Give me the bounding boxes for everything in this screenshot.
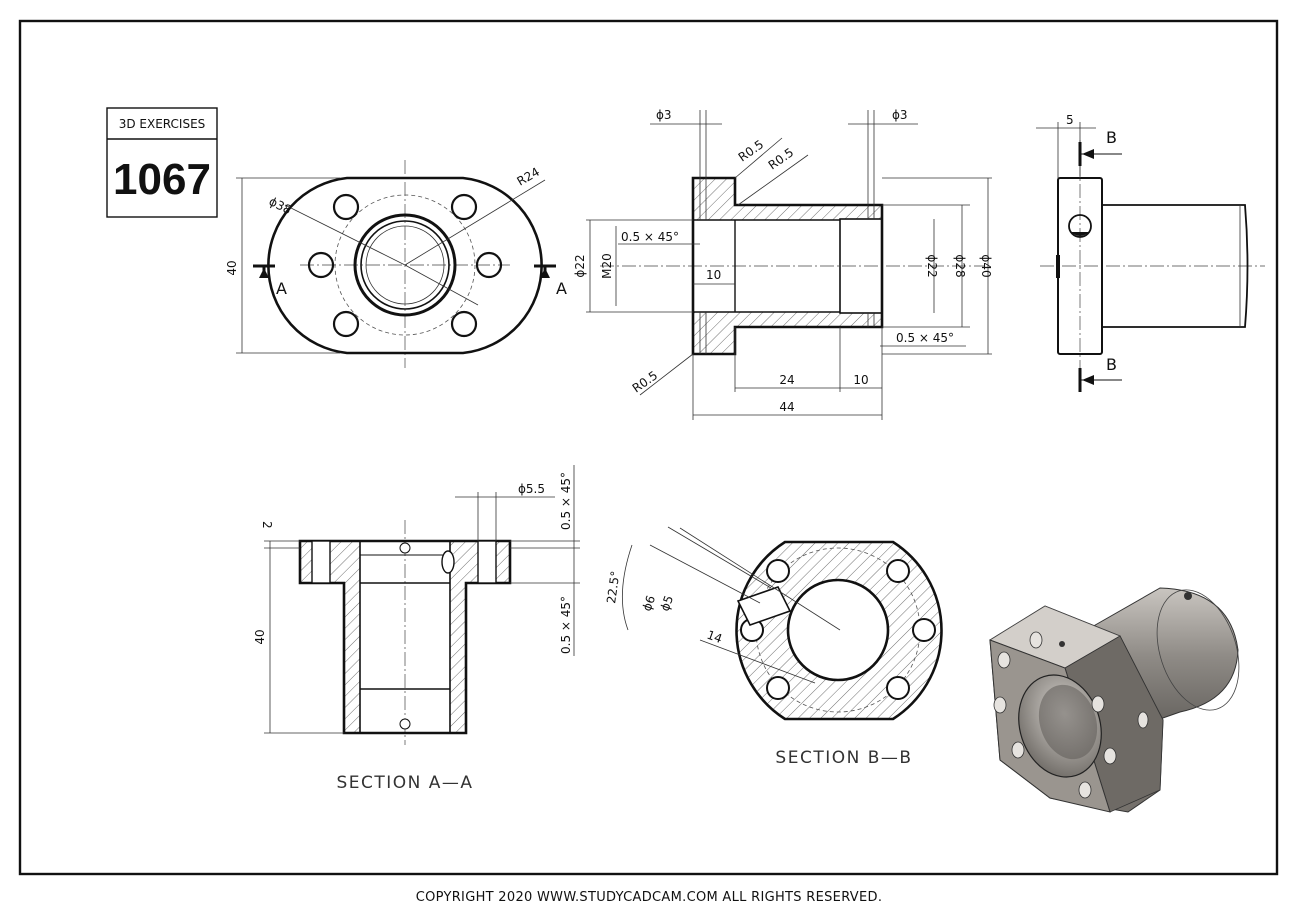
sbb-dim-dia-6: ϕ6 xyxy=(640,594,658,613)
saa-dim-hole-dia: ϕ5.5 xyxy=(518,482,545,496)
side-dim-hole-right: ϕ3 xyxy=(892,108,908,122)
sbb-dim-dia-5: ϕ5 xyxy=(658,594,676,613)
side-dim-outer-dia: ϕ28 xyxy=(953,254,967,277)
section-mark-a-right: A xyxy=(556,279,567,298)
side-dim-len-10: 10 xyxy=(853,373,868,387)
side-dim-bore: ϕ22 xyxy=(573,254,587,277)
right-dim-flange-thk: 5 xyxy=(1066,113,1074,127)
side-dim-hole-left: ϕ3 xyxy=(656,108,672,122)
side-dim-len-24: 24 xyxy=(779,373,794,387)
section-aa-view: 2 40 ϕ5.5 0.5 × 45° 0.5 × 45° SECTION A—… xyxy=(253,465,580,793)
section-bb-title: SECTION B—B xyxy=(775,748,912,768)
section-bb-view: 22.5° ϕ6 ϕ5 14 SECTION B—B xyxy=(604,526,943,768)
saa-dim-chamfer-top: 0.5 × 45° xyxy=(559,472,573,530)
title-block-label: 3D EXERCISES xyxy=(119,117,206,131)
front-view: ϕ38 R24 40 A A xyxy=(225,160,567,368)
section-mark-b-bottom: B xyxy=(1106,355,1117,374)
isometric-render xyxy=(989,587,1240,813)
side-dim-thread: M20 xyxy=(600,253,614,279)
front-dim-height: 40 xyxy=(225,260,239,275)
right-view: 5 B B xyxy=(1036,113,1265,392)
side-section-view: ϕ3 ϕ3 R0.5 R0.5 R0.5 ϕ22 M20 0.5 × 45° 1… xyxy=(573,108,993,420)
front-dim-radius: R24 xyxy=(515,165,542,189)
side-dim-total-len: 44 xyxy=(779,400,794,414)
side-dim-fillet-2: R0.5 xyxy=(766,145,796,172)
side-dim-fillet-1: R0.5 xyxy=(736,137,766,164)
sbb-dim-len-14: 14 xyxy=(705,628,724,646)
section-mark-a-left: A xyxy=(276,279,287,298)
sheet-border xyxy=(18,19,1279,876)
side-dim-chamfer-left: 0.5 × 45° xyxy=(621,230,679,244)
section-mark-b-top: B xyxy=(1106,128,1117,147)
side-dim-thread-len: 10 xyxy=(706,268,721,282)
title-block-number: 1067 xyxy=(113,155,211,204)
side-dim-chamfer-right: 0.5 × 45° xyxy=(896,331,954,345)
copyright-footer: COPYRIGHT 2020 WWW.STUDYCADCAM.COM ALL R… xyxy=(416,890,883,905)
section-aa-title: SECTION A—A xyxy=(336,773,473,793)
sbb-dim-angle: 22.5° xyxy=(604,570,622,604)
side-dim-inner-dia: ϕ22 xyxy=(925,254,939,277)
saa-dim-flange-thk: 2 xyxy=(260,521,274,529)
side-dim-flange-dia: ϕ40 xyxy=(979,254,993,277)
saa-dim-chamfer-bottom: 0.5 × 45° xyxy=(559,596,573,654)
saa-dim-height: 40 xyxy=(253,629,267,644)
title-block: 3D EXERCISES 1067 xyxy=(106,107,218,218)
front-dim-bolt-circle: ϕ38 xyxy=(267,194,294,217)
